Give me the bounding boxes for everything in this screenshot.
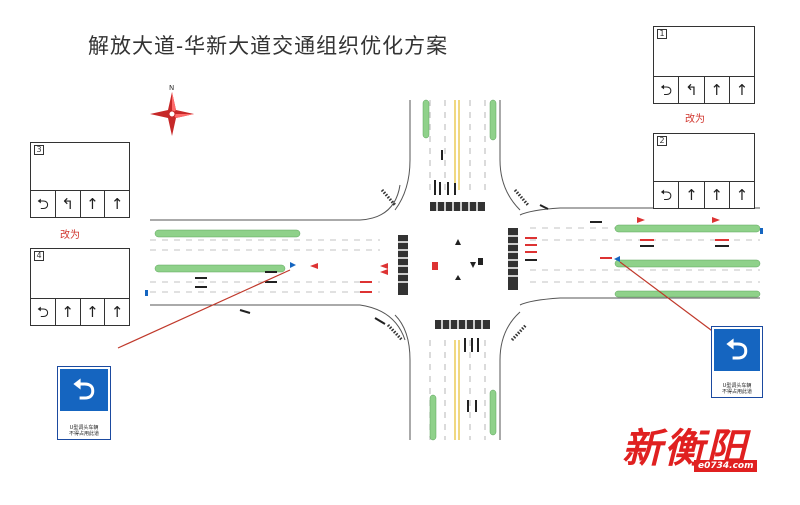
straight-arrow-icon: ↑ xyxy=(735,81,749,99)
lane-dashes-vertical xyxy=(429,100,486,440)
sign-caption: U型调头车辆 不得占用此道 xyxy=(714,383,760,395)
uturn-arrow-icon: ⮌ xyxy=(654,77,680,103)
uturn-icon: ⮌ xyxy=(714,329,760,371)
straight-arrow-icon: ↑ xyxy=(735,186,749,204)
panel-number: 1 xyxy=(657,29,667,39)
change-label-left: 改为 xyxy=(60,230,80,241)
lane-dashes-horizontal xyxy=(150,227,760,293)
straight-arrow-icon: ↑ xyxy=(110,303,124,321)
sign-caption: U型调头车辆 不得占用此道 xyxy=(60,425,108,437)
panel-number: 4 xyxy=(34,251,44,261)
page-title: 解放大道-华新大道交通组织优化方案 xyxy=(88,34,449,58)
crosswalk-stripes xyxy=(398,202,518,329)
compass-icon xyxy=(150,92,194,136)
horizontal-road xyxy=(150,184,760,341)
sign-caption-line: 不得占用此道 xyxy=(68,431,99,437)
compass-north-label: N xyxy=(169,84,175,92)
left-arrow-icon: ↰ xyxy=(56,191,81,217)
sign-caption-line: U型调头车辆 xyxy=(722,383,752,389)
uturn-icon: ⮌ xyxy=(60,369,108,411)
uturn-sign-left: ⮌ U型调头车辆 不得占用此道 xyxy=(57,366,111,440)
center-vehicles xyxy=(432,239,483,280)
crosswalks xyxy=(398,202,518,329)
uturn-arrow-icon: ⮌ xyxy=(654,182,680,208)
lane-arrow-row: ⮌ ↑ ↑ ↑ xyxy=(31,298,129,325)
straight-arrow-icon: ↑ xyxy=(81,191,106,217)
straight-arrow-icon: ↑ xyxy=(679,182,705,208)
green-medians xyxy=(154,99,761,441)
corner-crosswalks xyxy=(380,189,530,342)
panel-number: 3 xyxy=(34,145,44,155)
straight-arrow-icon: ↑ xyxy=(81,299,106,325)
straight-arrow-icon: ↑ xyxy=(705,77,730,103)
sign-caption-line: 不得占用此道 xyxy=(721,389,752,395)
watermark-logo: 新衡阳 e0734.com xyxy=(622,416,772,484)
pointer-lines xyxy=(117,261,716,349)
center-line xyxy=(454,100,460,440)
uturn-sign-right: ⮌ U型调头车辆 不得占用此道 xyxy=(711,326,763,398)
straight-arrow-icon: ↑ xyxy=(56,299,81,325)
uturn-arrow-icon: ⮌ xyxy=(31,191,56,217)
lane-arrow-row: ⮌ ↑ ↑ ↑ xyxy=(654,181,754,208)
straight-arrow-icon: ↑ xyxy=(110,195,124,213)
uturn-arrow-icon: ⮌ xyxy=(31,299,56,325)
left-arrow-icon: ↰ xyxy=(679,77,705,103)
panel-number: 2 xyxy=(657,136,667,146)
blue-markers xyxy=(145,228,763,296)
lane-arrows-west xyxy=(195,263,388,325)
change-label-right: 改为 xyxy=(685,114,705,125)
lane-arrows-south xyxy=(464,338,479,412)
lane-arrow-row: ⮌ ↰ ↑ ↑ xyxy=(654,76,754,103)
lane-arrows-north xyxy=(434,150,456,195)
lane-arrows-east xyxy=(525,204,729,261)
lane-panel-top-right-2: 2 ⮌ ↑ ↑ ↑ xyxy=(653,133,755,209)
vertical-road xyxy=(394,100,521,440)
watermark-url: e0734.com xyxy=(694,460,758,472)
lane-panel-left-1: 3 ⮌ ↰ ↑ ↑ xyxy=(30,142,130,218)
sign-caption-line: U型调头车辆 xyxy=(69,425,99,431)
lane-panel-top-right-1: 1 ⮌ ↰ ↑ ↑ xyxy=(653,26,755,104)
lane-arrow-row: ⮌ ↰ ↑ ↑ xyxy=(31,190,129,217)
lane-panel-left-2: 4 ⮌ ↑ ↑ ↑ xyxy=(30,248,130,326)
straight-arrow-icon: ↑ xyxy=(705,182,730,208)
